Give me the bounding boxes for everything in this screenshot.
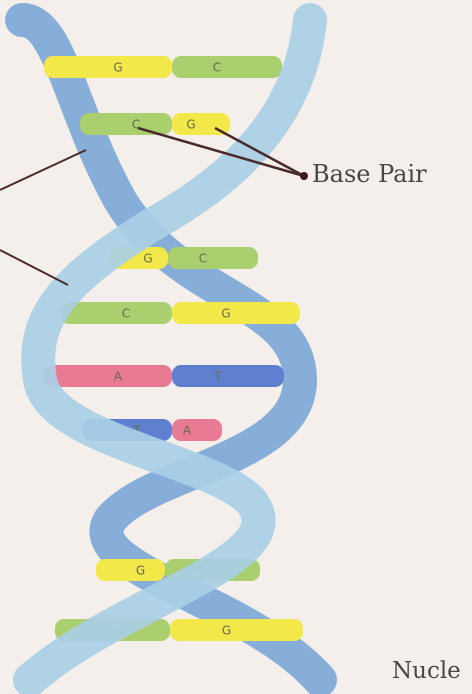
- nucleotide-base-C: [172, 56, 282, 78]
- base-pair-pointer-dot: [300, 172, 308, 180]
- base-letter-right: G: [222, 624, 231, 638]
- base-letter-right: A: [183, 424, 192, 438]
- base-pair-label: Base Pair: [312, 160, 427, 188]
- base-letter-left: C: [122, 307, 130, 321]
- nucleotide-base-C: [168, 247, 258, 269]
- nucleotide-base-C: [60, 302, 172, 324]
- nucleotide-base-G: [172, 302, 300, 324]
- nucleotide-base-G: [44, 56, 172, 78]
- base-letter-right: G: [186, 118, 195, 132]
- base-letter-left: G: [136, 564, 145, 578]
- nucleotide-label: Nucle: [392, 658, 461, 684]
- base-letter-left: G: [113, 61, 122, 75]
- nucleotide-base-C: [80, 113, 172, 135]
- nucleotide-base-A: [172, 419, 222, 441]
- base-letter-right: C: [199, 252, 207, 266]
- base-letter-left: G: [143, 252, 152, 266]
- nucleotide-base-T: [172, 365, 284, 387]
- base-letter-right: G: [221, 307, 230, 321]
- pointer-line-lower: [0, 250, 68, 285]
- base-pair-1: GC: [44, 56, 282, 78]
- base-pair-5: AT: [44, 365, 284, 387]
- base-letter-right: T: [213, 370, 222, 384]
- nucleotide-base-G: [96, 559, 165, 581]
- base-letter-left: A: [114, 370, 123, 384]
- nucleotide-base-A: [44, 365, 172, 387]
- base-letter-right: C: [213, 61, 221, 75]
- nucleotide-base-G: [170, 619, 303, 641]
- pointer-line-upper: [0, 150, 86, 190]
- base-pair-4: CG: [60, 302, 300, 324]
